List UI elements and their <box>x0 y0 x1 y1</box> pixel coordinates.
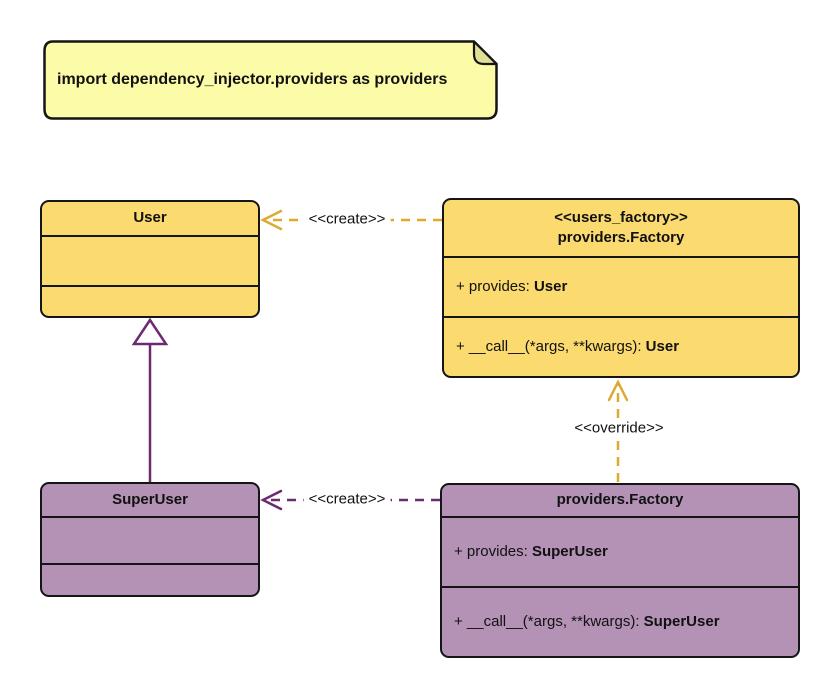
note-text: import dependency_injector.providers as … <box>57 71 448 88</box>
class-user-methods <box>42 287 258 317</box>
method-text: + __call__(*args, **kwargs): <box>456 338 646 356</box>
attribute-type: User <box>533 278 568 295</box>
note-body <box>43 40 498 120</box>
method-return-type: SuperUser <box>643 613 720 631</box>
create-user-arrowhead-icon <box>260 209 283 231</box>
method-return-type: User <box>645 338 680 356</box>
class-super-users-factory-method: + __call__(*args, **kwargs): SuperUser <box>442 588 798 657</box>
class-superuser-methods <box>42 565 258 596</box>
note-fold-icon <box>472 40 498 66</box>
class-user-attributes <box>42 237 258 287</box>
create-user-label: <<create>> <box>303 210 391 228</box>
class-superuser-attributes <box>42 518 258 565</box>
class-users-factory-title: <<users_factory>> providers.Factory <box>444 200 798 258</box>
attribute-type: SuperUser <box>531 543 608 560</box>
class-users-factory-name: providers.Factory <box>557 228 685 246</box>
inheritance-triangle-icon <box>131 317 169 346</box>
class-users-factory-attribute: + provides: User <box>444 258 798 318</box>
attribute-text: + provides: <box>454 543 532 560</box>
class-users-factory: <<users_factory>> providers.Factory + pr… <box>442 198 800 378</box>
class-super-users-factory-title: providers.Factory <box>442 485 798 518</box>
override-arrowhead-icon <box>607 379 629 402</box>
create-superuser-label: <<create>> <box>303 490 391 508</box>
class-user-title: User <box>42 202 258 237</box>
class-superuser: SuperUser <box>40 482 260 597</box>
override-label: <<override>> <box>569 419 669 437</box>
class-super-users-factory: providers.Factory + provides: SuperUser … <box>440 483 800 658</box>
create-superuser-arrowhead-icon <box>260 489 283 511</box>
class-users-factory-stereotype: <<users_factory>> <box>554 208 688 226</box>
class-super-users-factory-attribute: + provides: SuperUser <box>442 518 798 588</box>
attribute-text: + provides: <box>456 278 534 295</box>
class-user: User <box>40 200 260 318</box>
note-shape <box>43 40 498 120</box>
class-users-factory-method: + __call__(*args, **kwargs): User <box>444 318 798 377</box>
import-note: import dependency_injector.providers as … <box>43 40 498 120</box>
class-superuser-title: SuperUser <box>42 484 258 518</box>
method-text: + __call__(*args, **kwargs): <box>454 613 644 631</box>
